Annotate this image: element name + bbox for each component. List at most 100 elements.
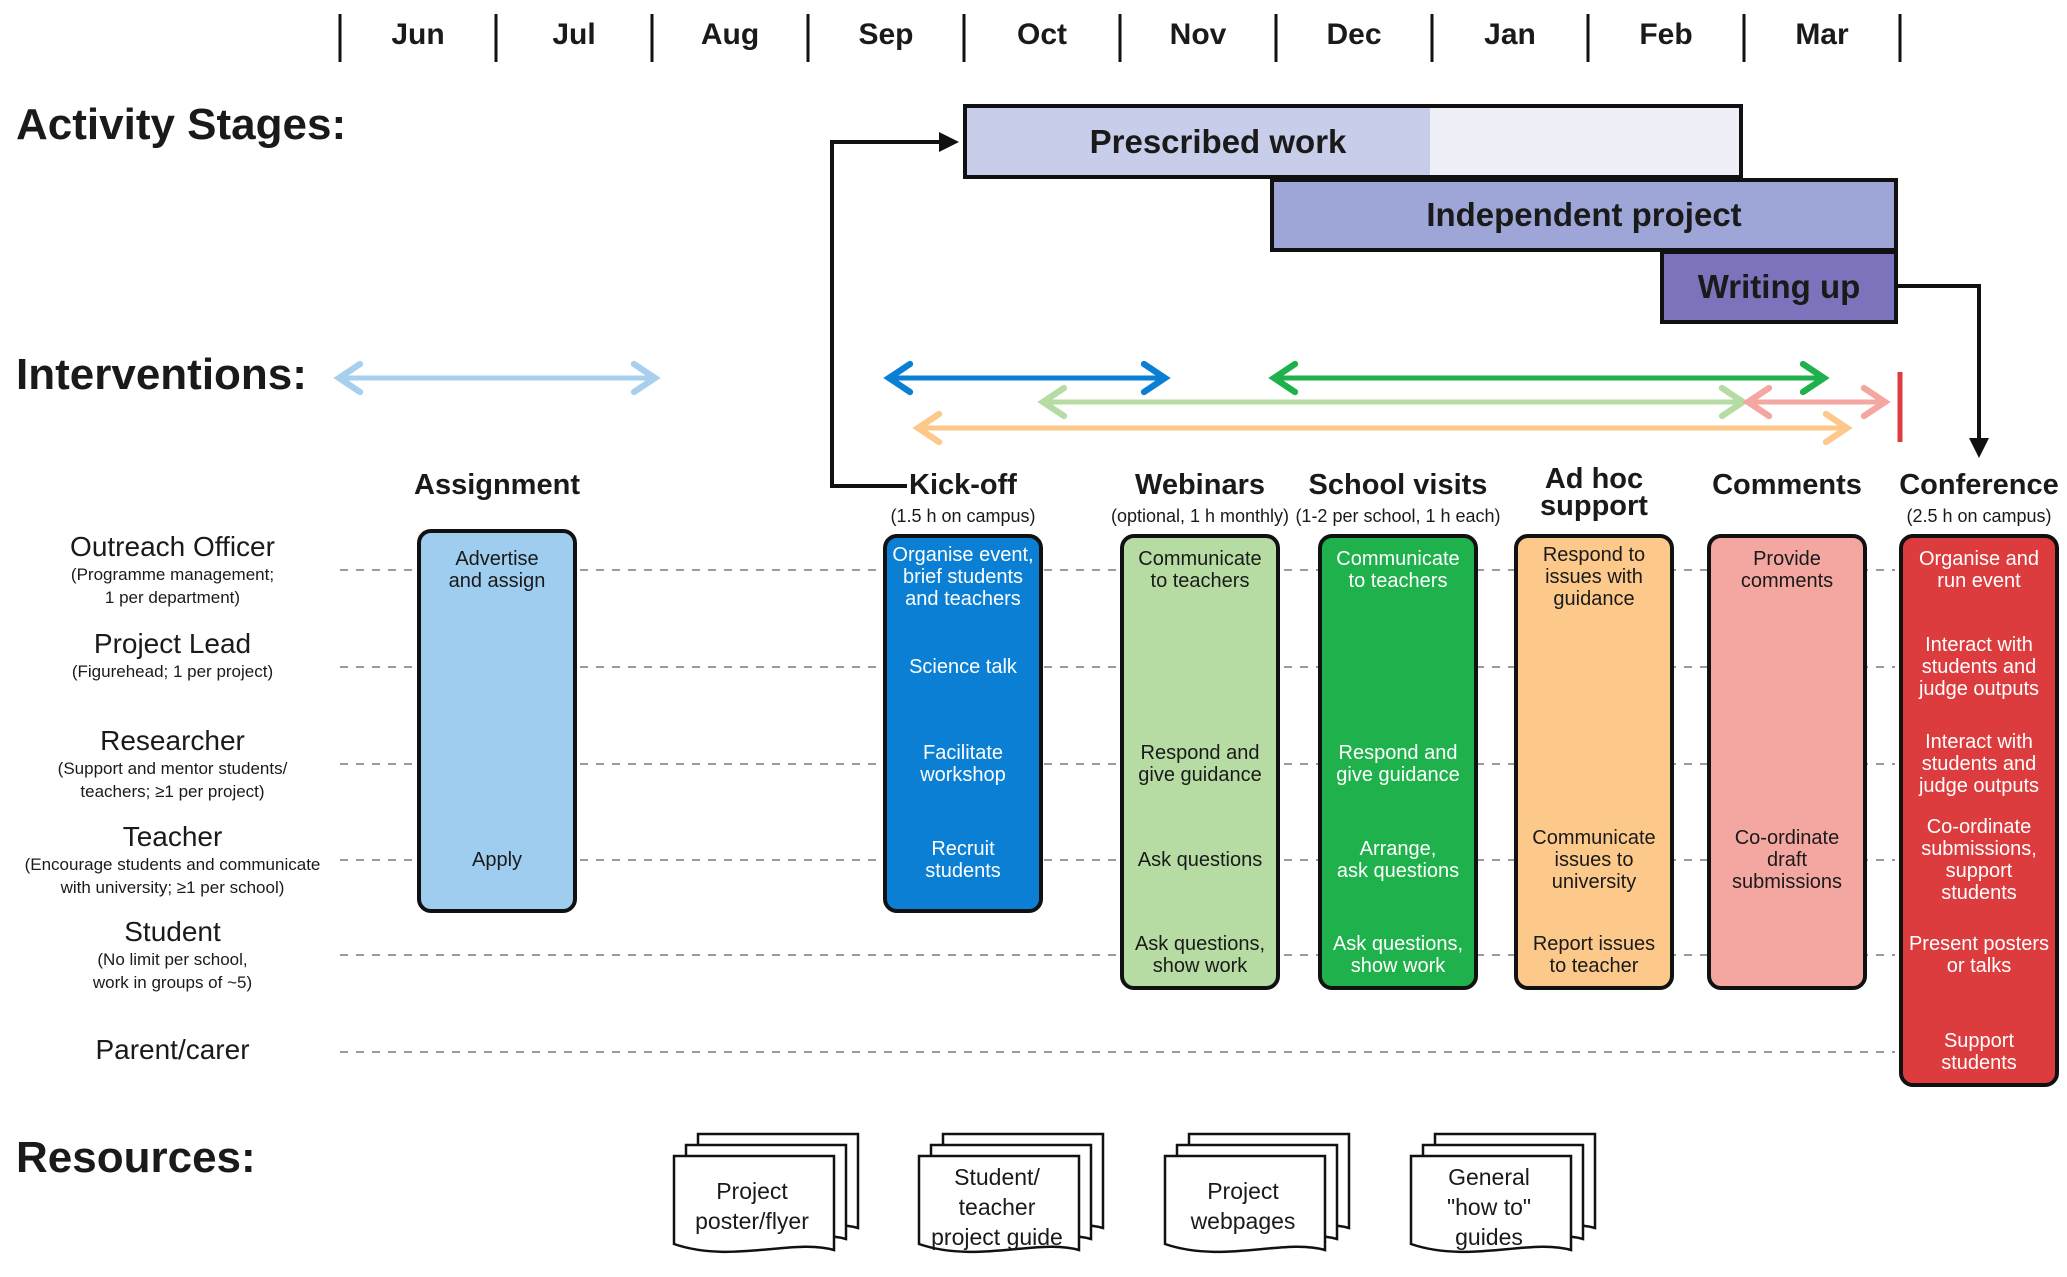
intervention-title: Webinars: [1134, 469, 1265, 501]
document-sheet: [1409, 1154, 1573, 1254]
role-teacher: Teacher (Encourage students and communica…: [0, 821, 345, 899]
intervention-subtitle: (1-2 per school, 1 h each): [1295, 506, 1501, 526]
role-student: Student (No limit per school, work in grou…: [0, 916, 345, 994]
stage-bar-writing-up: Writing up: [1660, 250, 1898, 324]
month-label: Mar: [1795, 18, 1849, 51]
document-stack-icon: [1409, 1132, 1597, 1254]
role-description: (Programme management;: [70, 565, 275, 584]
intervention-task: Ask questions: [1137, 849, 1263, 871]
document-sheet: [917, 1154, 1081, 1254]
intervention-task: Arrange,ask questions: [1336, 838, 1460, 882]
resource-label: General"how to"guides: [1446, 1164, 1532, 1250]
month-label: Jun: [391, 18, 445, 51]
document-stack-icon: [917, 1132, 1105, 1254]
intervention-subtitle: (1.5 h on campus): [890, 506, 1036, 526]
month-label: Nov: [1169, 18, 1227, 51]
role-description: (No limit per school,: [97, 950, 248, 969]
intervention-box: [1707, 534, 1867, 990]
intervention-box: [1514, 534, 1674, 990]
month-label: Aug: [700, 18, 760, 51]
intervention-box: [417, 529, 577, 913]
role-name: Project Lead: [93, 628, 252, 659]
intervention-box: [1120, 534, 1280, 990]
document-sheet: [672, 1154, 836, 1254]
intervention-task: Ask questions,show work: [1332, 933, 1464, 977]
month-label: Jul: [552, 18, 596, 51]
role-description: teachers; ≥1 per project): [80, 782, 265, 801]
stage-label: Independent project: [1426, 196, 1742, 233]
stage-label: Prescribed work: [1089, 122, 1347, 160]
intervention-box: [883, 534, 1043, 913]
intervention-task: Ask questions,show work: [1134, 933, 1266, 977]
stage-label: Writing up: [1697, 268, 1861, 305]
document-stack-icon: [1163, 1132, 1351, 1254]
role-description: work in groups of ~5): [92, 973, 253, 992]
stage-bar-independent-project: Independent project: [1270, 178, 1898, 252]
kickoff-to-prescribed-arrow: [830, 132, 959, 488]
resource-document-stack: General"how to"guides: [1409, 1132, 1601, 1266]
role-researcher: Researcher (Support and mentor students/t…: [0, 725, 345, 803]
writingup-to-conference-arrow: [1898, 284, 1989, 458]
role-name: Researcher: [100, 725, 245, 756]
role-name: Parent/carer: [95, 1034, 250, 1065]
intervention-title: Kick-off: [909, 469, 1017, 501]
role-description: 1 per department): [104, 588, 241, 607]
role-outreach-officer: Outreach Officer (Programme management; 1 …: [0, 531, 345, 609]
role-parent-carer: Parent/carer: [0, 1034, 345, 1066]
intervention-title: School visits: [1308, 469, 1488, 501]
intervention-task: Apply: [471, 849, 523, 871]
document-sheet: [1163, 1154, 1327, 1254]
role-name: Teacher: [122, 821, 223, 852]
intervention-subtitle: (optional, 1 h monthly): [1110, 506, 1290, 526]
role-name: Outreach Officer: [70, 531, 275, 562]
document-stack-icon: [672, 1132, 860, 1254]
intervention-subtitle: (2.5 h on campus): [1906, 506, 2052, 526]
month-label: Dec: [1326, 18, 1382, 51]
month-label: Sep: [858, 18, 914, 51]
role-project-lead: Project Lead (Figurehead; 1 per project): [0, 628, 345, 683]
intervention-box: [1318, 534, 1478, 990]
resources-heading: Resources:: [16, 1133, 256, 1182]
month-label: Feb: [1639, 18, 1693, 51]
intervention-task: Science talk: [909, 656, 1017, 678]
role-description: (Figurehead; 1 per project): [71, 662, 274, 681]
intervention-title: Comments: [1712, 469, 1862, 501]
role-description: with university; ≥1 per school): [60, 878, 285, 897]
role-description: (Support and mentor students/: [57, 759, 288, 778]
stage-bar-prescribed-work: Prescribed work: [963, 104, 1743, 179]
role-description: (Encourage students and communicate: [24, 855, 321, 874]
role-name: Student: [124, 916, 221, 947]
month-label: Oct: [1016, 18, 1067, 51]
intervention-title: Conference: [1899, 469, 2059, 501]
intervention-box: [1899, 534, 2059, 1087]
activity-stages-heading: Activity Stages:: [16, 100, 347, 149]
month-label: Jan: [1484, 18, 1536, 51]
